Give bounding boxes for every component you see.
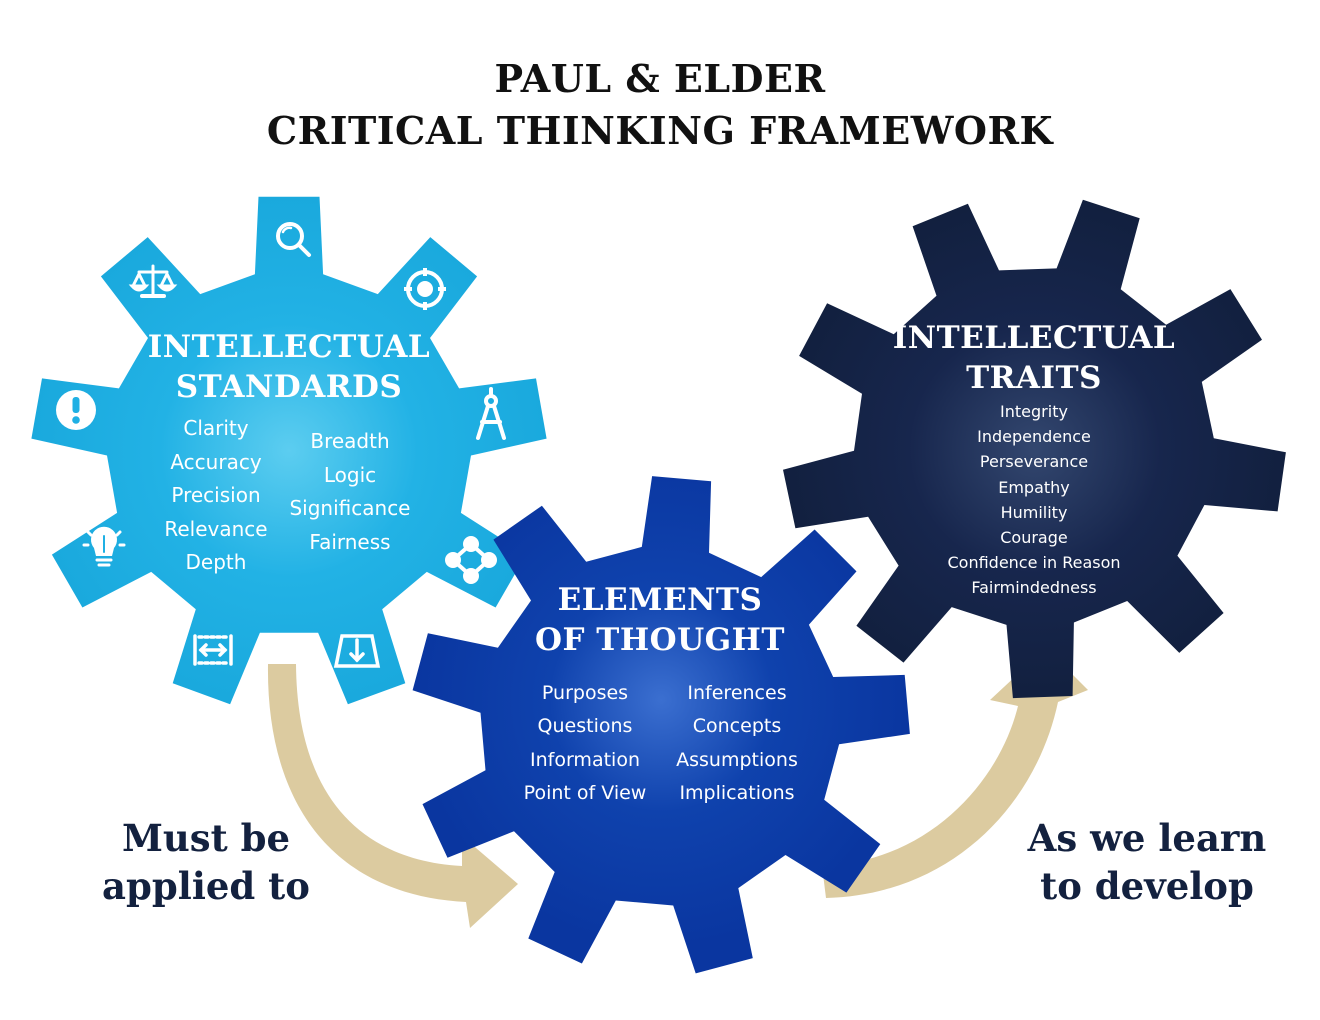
elements-heading: ELEMENTS OF THOUGHT bbox=[510, 580, 810, 660]
caption-right-line-1: As we learn bbox=[1027, 816, 1267, 860]
elements-right-list: Inferences Concepts Assumptions Implicat… bbox=[657, 677, 817, 810]
exclamation-icon bbox=[56, 390, 96, 430]
standard-item: Accuracy bbox=[170, 449, 262, 474]
traits-heading-line-1: INTELLECTUAL bbox=[892, 320, 1176, 356]
standards-heading: INTELLECTUAL STANDARDS bbox=[139, 327, 439, 407]
elements-heading-line-2: OF THOUGHT bbox=[534, 622, 786, 658]
trait-item: Empathy bbox=[998, 477, 1070, 497]
depth-icon bbox=[333, 634, 381, 668]
brain-bulb-icon bbox=[82, 526, 126, 567]
network-icon bbox=[445, 536, 497, 584]
trait-item: Independence bbox=[977, 427, 1091, 447]
trait-item: Perseverance bbox=[979, 452, 1089, 472]
standards-heading-line-1: INTELLECTUAL bbox=[147, 329, 431, 365]
caption-left-line-2: applied to bbox=[102, 864, 310, 908]
arrow-applied-to bbox=[267, 664, 518, 928]
elements-gear bbox=[412, 476, 910, 974]
standard-item: Logic bbox=[323, 462, 377, 487]
standard-item: Relevance bbox=[164, 516, 268, 541]
standard-item: Precision bbox=[171, 483, 261, 507]
arrow-learn-to-develop bbox=[822, 648, 1088, 898]
element-item: Concepts bbox=[692, 715, 782, 738]
traits-heading: INTELLECTUAL TRAITS bbox=[884, 318, 1184, 398]
caption-left-line-1: Must be bbox=[121, 816, 291, 860]
traits-list: Integrity Independence Perseverance Empa… bbox=[914, 399, 1154, 601]
standards-heading-line-2: STANDARDS bbox=[175, 369, 403, 405]
element-item: Information bbox=[530, 748, 640, 771]
elements-heading-line-1: ELEMENTS bbox=[557, 582, 763, 618]
standard-item: Significance bbox=[289, 496, 411, 520]
standards-left-list: Clarity Accuracy Precision Relevance Dep… bbox=[136, 412, 296, 580]
element-item: Purposes bbox=[541, 682, 629, 704]
caption-right-line-2: to develop bbox=[1040, 864, 1254, 908]
elements-left-list: Purposes Questions Information Point of … bbox=[505, 677, 665, 810]
standard-item: Clarity bbox=[183, 416, 249, 440]
element-item: Implications bbox=[679, 781, 795, 804]
trait-item: Confidence in Reason bbox=[947, 553, 1121, 573]
standard-item: Depth bbox=[185, 550, 247, 574]
standard-item: Breadth bbox=[310, 429, 390, 453]
traits-gear bbox=[783, 199, 1286, 699]
title-line-1: PAUL & ELDER bbox=[494, 56, 826, 101]
trait-item: Humility bbox=[1000, 502, 1068, 522]
trait-item: Integrity bbox=[1000, 402, 1068, 421]
compass-icon bbox=[476, 387, 506, 440]
standards-right-list: Breadth Logic Significance Fairness bbox=[270, 425, 430, 559]
element-item: Inferences bbox=[687, 682, 787, 704]
trait-item: Fairmindedness bbox=[971, 578, 1097, 598]
element-item: Point of View bbox=[523, 781, 647, 804]
trait-item: Courage bbox=[1000, 528, 1068, 548]
target-icon bbox=[404, 268, 446, 310]
title-line-2: CRITICAL THINKING FRAMEWORK bbox=[266, 108, 1054, 153]
traits-heading-line-2: TRAITS bbox=[966, 360, 1102, 396]
scales-icon bbox=[128, 264, 178, 298]
standards-gear bbox=[31, 196, 547, 705]
element-item: Assumptions bbox=[676, 748, 798, 771]
breadth-icon bbox=[193, 634, 233, 666]
caption-learn-to-develop: As we learn to develop bbox=[1007, 814, 1287, 910]
magnifier-icon bbox=[276, 222, 311, 257]
caption-applied-to: Must be applied to bbox=[81, 814, 331, 910]
element-item: Questions bbox=[537, 715, 633, 738]
standard-item: Fairness bbox=[309, 529, 391, 554]
